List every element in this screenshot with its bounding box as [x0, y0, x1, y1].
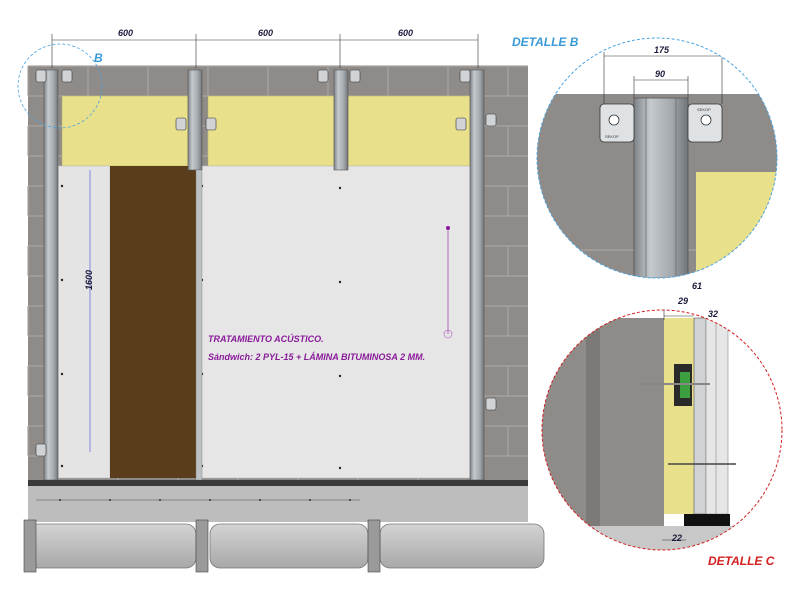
dim-detail-b-outer: 175	[654, 45, 670, 55]
dim-detail-c-b: 32	[708, 309, 718, 319]
main-elevation: 600 600 600 1600 TRATAMIENTO ACÚSTICO. S…	[17, 28, 545, 573]
dim-detail-c-total: 61	[692, 281, 702, 291]
note-line-1: TRATAMIENTO ACÚSTICO.	[208, 333, 324, 344]
insulation-panel-2	[207, 95, 335, 167]
gypsum-board-main	[197, 165, 477, 479]
dim-span-3: 600	[398, 28, 413, 38]
dim-detail-b-inner: 90	[655, 69, 665, 79]
dim-span-1: 600	[118, 28, 133, 38]
detail-c-track	[693, 317, 707, 515]
stud-4	[469, 69, 485, 481]
stud-2-lower	[195, 169, 203, 481]
note-leader-end	[443, 329, 453, 339]
dim-span-2: 600	[258, 28, 273, 38]
block-2	[209, 523, 369, 569]
stud-2	[187, 69, 203, 171]
dim-height: 1600	[84, 270, 94, 290]
detail-b-marker-circle	[17, 43, 103, 129]
floor-slab	[28, 486, 528, 522]
detail-c-brick	[542, 318, 664, 532]
top-dimension-line	[51, 34, 479, 68]
beam-2	[367, 519, 381, 573]
detail-b-stud	[633, 97, 689, 278]
beam-1	[195, 519, 209, 573]
detail-b-bracket-text-right: SEKOP	[697, 107, 711, 112]
gypsum-board-left	[57, 165, 111, 479]
floor-dots	[59, 499, 351, 501]
stud-1	[43, 69, 59, 481]
detail-b-marker-label: B	[94, 51, 103, 65]
detail-c-board	[705, 317, 729, 515]
note-line-2: Sándwich: 2 PYL-15 + LÁMINA BITUMINOSA 2…	[208, 352, 425, 362]
block-1	[27, 523, 197, 569]
detail-c-title: DETALLE C	[708, 554, 775, 568]
bottom-track	[28, 480, 528, 486]
detail-b: DETALLE B SEKOP SEKOP	[512, 35, 778, 279]
block-3	[379, 523, 545, 569]
insulation-panel-3	[347, 95, 471, 167]
insulation-panel-1	[61, 95, 189, 167]
detail-b-insulation	[696, 172, 776, 278]
detail-b-bracket-text-left: SEKOP	[605, 134, 619, 139]
wall-brackets	[35, 69, 497, 457]
stud-3	[333, 69, 349, 171]
detail-c-floor	[542, 526, 782, 550]
detail-c-insulation	[664, 318, 694, 514]
detail-c-base	[684, 514, 730, 526]
bitumen-sheet	[110, 166, 198, 478]
detail-c: 61 29 32 22 DETALLE C	[541, 281, 783, 568]
detail-b-title: DETALLE B	[512, 35, 579, 49]
dim-detail-c-a: 29	[677, 296, 688, 306]
dim-detail-c-base: 22	[671, 533, 682, 543]
beam-3	[23, 519, 37, 573]
note-leader-dot	[446, 226, 450, 230]
